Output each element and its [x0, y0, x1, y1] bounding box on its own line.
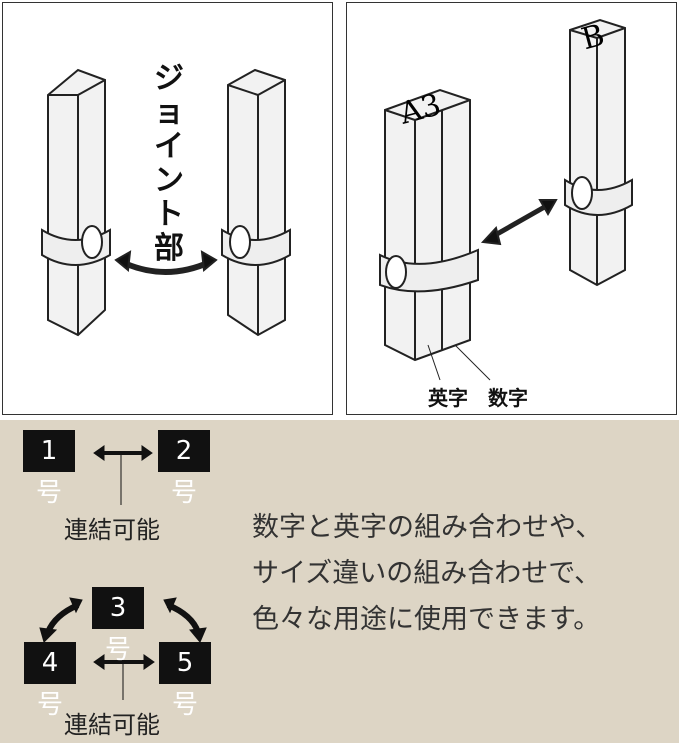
- connect-label-1: 連結可能: [64, 516, 160, 544]
- size-badge-4: 4号: [24, 642, 76, 720]
- stamp-illustrations: [41, 18, 633, 381]
- stamp-left-2: [221, 68, 291, 337]
- stamp-left-1: [41, 68, 111, 337]
- joint-char: ン: [154, 163, 184, 198]
- stamp-a3: [379, 88, 479, 362]
- size-badge-1: 1号: [23, 430, 75, 508]
- size-badge-2: 2号: [158, 430, 210, 508]
- description: 数字と英字の組み合わせや、 サイズ違いの組み合わせで、 色々な用途に使用できます…: [252, 505, 602, 643]
- curved-arrow-icon: [120, 259, 212, 275]
- connect-label-2: 連結可能: [64, 711, 160, 739]
- size-badge-3: 3号: [92, 587, 144, 665]
- joint-char: ジ: [154, 61, 184, 96]
- description-line: 色々な用途に使用できます。: [252, 604, 601, 635]
- description-line: サイズ違いの組み合わせで、: [252, 558, 602, 589]
- info-section: [0, 420, 679, 743]
- size-badge-5: 5号: [159, 642, 211, 720]
- double-arrow-icon: [488, 202, 550, 241]
- joint-label: ジ ョ イ ン ト 部: [152, 62, 186, 266]
- joint-char: ョ: [154, 95, 184, 130]
- description-line: 数字と英字の組み合わせや、: [252, 512, 603, 543]
- stamp-b: [564, 18, 633, 287]
- joint-char: 部: [154, 231, 184, 266]
- joint-char: ト: [154, 197, 184, 232]
- joint-char: イ: [154, 129, 184, 164]
- caption-alpha: 英字: [428, 386, 468, 410]
- caption-number: 数字: [488, 386, 528, 410]
